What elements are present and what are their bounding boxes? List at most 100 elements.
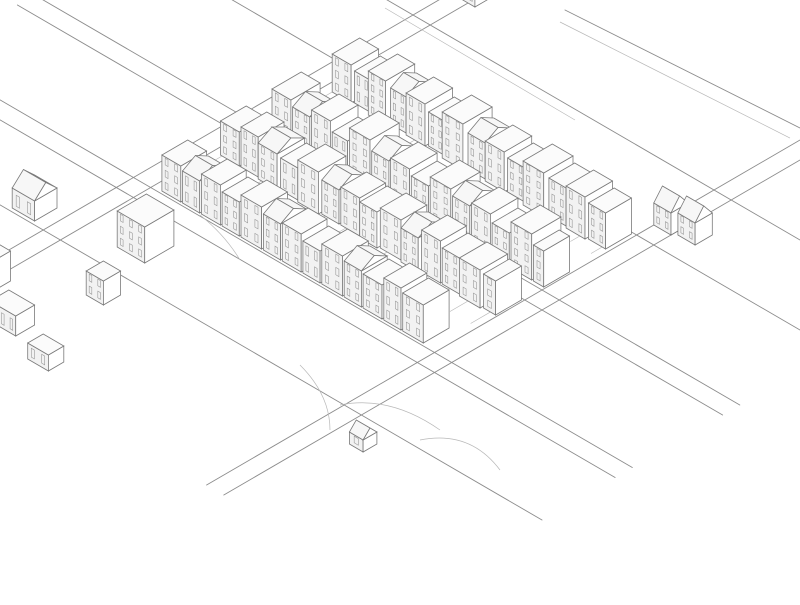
street-edge	[0, 119, 616, 478]
window	[343, 202, 348, 213]
window	[434, 239, 438, 250]
building	[462, 0, 488, 8]
window	[405, 296, 410, 307]
window	[30, 347, 35, 360]
flat-roof	[85, 260, 122, 282]
window	[379, 89, 383, 98]
window	[374, 165, 378, 175]
building	[677, 195, 714, 246]
window	[311, 183, 316, 195]
window	[270, 151, 275, 161]
street-edge	[0, 204, 543, 521]
gable-end	[276, 137, 307, 155]
window	[335, 69, 339, 80]
flat-roof	[219, 105, 266, 133]
window	[413, 189, 418, 199]
window	[291, 167, 296, 179]
building	[401, 277, 450, 344]
window	[204, 190, 208, 201]
flat-roof	[161, 139, 208, 167]
window	[274, 221, 278, 231]
window	[424, 233, 429, 245]
window	[294, 256, 299, 267]
window	[333, 198, 337, 208]
window	[325, 274, 329, 285]
window	[689, 220, 693, 229]
window	[383, 238, 388, 249]
window	[463, 203, 468, 214]
window	[254, 232, 259, 244]
window	[434, 267, 438, 278]
window	[473, 267, 477, 278]
window	[599, 210, 603, 220]
window	[514, 224, 519, 234]
building-facade	[462, 0, 476, 8]
window	[334, 136, 338, 148]
window	[455, 132, 460, 142]
window	[470, 147, 474, 157]
window	[284, 111, 288, 122]
flat-roof	[587, 187, 633, 214]
garden-path	[419, 437, 501, 471]
window	[266, 228, 270, 238]
building	[26, 333, 65, 372]
window	[488, 144, 492, 155]
window	[560, 211, 564, 221]
window	[424, 247, 429, 259]
window	[243, 143, 247, 154]
window	[301, 177, 305, 189]
flat-roof	[405, 76, 454, 105]
window	[395, 300, 399, 311]
window	[294, 231, 299, 242]
window	[301, 163, 305, 175]
flat-roof	[321, 228, 370, 257]
flat-roof	[26, 333, 65, 356]
window	[400, 106, 404, 116]
window	[193, 196, 197, 208]
window	[364, 79, 368, 91]
window	[362, 204, 366, 214]
flat-roof	[310, 93, 359, 122]
window	[254, 218, 259, 230]
window	[244, 226, 248, 238]
building-side	[0, 250, 11, 288]
window	[342, 140, 346, 152]
window	[455, 120, 460, 130]
window	[138, 236, 142, 246]
flat-roof	[271, 71, 321, 101]
window	[445, 114, 450, 124]
window	[1, 312, 5, 326]
window	[680, 226, 684, 235]
window	[393, 217, 398, 228]
window	[294, 244, 299, 254]
flat-roof	[470, 186, 519, 215]
window	[244, 198, 248, 210]
window	[569, 203, 573, 215]
window	[353, 208, 357, 218]
window	[470, 135, 474, 145]
window	[193, 180, 197, 192]
gable-end	[361, 255, 389, 272]
window	[479, 140, 483, 150]
window	[405, 308, 410, 319]
window	[88, 273, 93, 283]
window	[497, 149, 502, 160]
window	[665, 221, 669, 230]
window	[129, 231, 133, 241]
window	[274, 245, 278, 255]
window	[362, 136, 367, 146]
building	[348, 419, 378, 453]
window	[393, 230, 398, 242]
window	[591, 229, 595, 239]
window	[462, 273, 467, 284]
window	[344, 62, 349, 73]
window	[474, 220, 478, 232]
window	[295, 120, 299, 130]
window	[370, 233, 375, 243]
window	[455, 211, 459, 222]
flat-roof	[482, 258, 523, 282]
window	[270, 163, 275, 173]
window	[403, 252, 407, 262]
window	[424, 261, 429, 273]
